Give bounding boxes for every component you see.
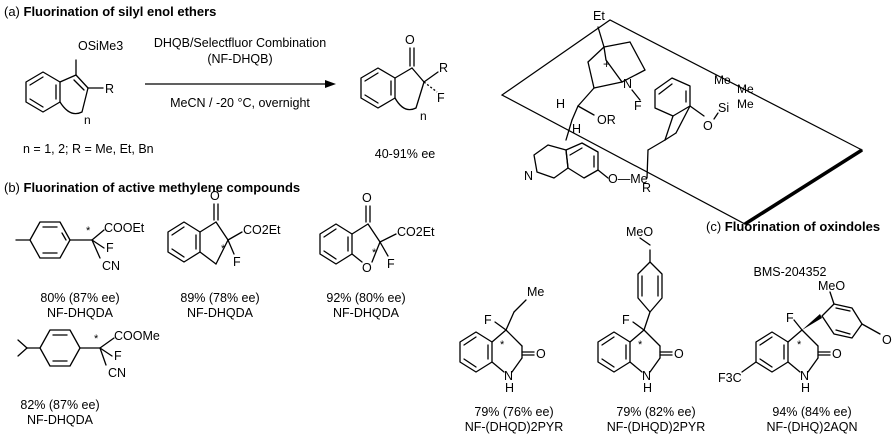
svg-text:O: O — [832, 347, 842, 361]
svg-text:Me: Me — [737, 82, 754, 96]
caption-b1: 80% (87% ee) NF-DHQDA — [40, 291, 120, 320]
svg-text:F: F — [437, 91, 445, 105]
svg-text:+: + — [603, 57, 610, 71]
compound-c1: F Me * O N H — [459, 285, 546, 395]
svg-text:F: F — [484, 313, 492, 327]
svg-text:*: * — [372, 247, 377, 259]
svg-text:N: N — [642, 369, 651, 383]
svg-text:O: O — [882, 333, 892, 347]
svg-text:N: N — [504, 369, 513, 383]
caption-c1: 79% (76% ee) NF-(DHQD)2PYR — [464, 405, 564, 434]
svg-text:Me: Me — [527, 285, 544, 299]
svg-text:O: O — [674, 347, 684, 361]
svg-text:BMS-204352: BMS-204352 — [754, 265, 827, 279]
svg-text:Me: Me — [737, 97, 754, 111]
svg-text:n: n — [420, 109, 427, 123]
svg-text:Me: Me — [714, 73, 731, 87]
svg-text:H: H — [505, 381, 514, 395]
svg-text:MeO: MeO — [626, 225, 653, 239]
svg-text:H: H — [643, 381, 652, 395]
svg-text:*: * — [221, 243, 226, 255]
section-b-header: (b) Fluorination of active methylene com… — [4, 180, 301, 195]
compound-b4: * COOMe F CN — [17, 329, 160, 380]
svg-text:O: O — [405, 33, 415, 47]
svg-text:N: N — [623, 77, 632, 91]
caption-c2: 79% (82% ee) NF-(DHQD)2PYR — [606, 405, 706, 434]
svg-text:R: R — [439, 61, 448, 75]
svg-text:F: F — [634, 99, 642, 113]
product-fluoroketone: O R F n 40-91% ee — [360, 33, 448, 161]
svg-text:N: N — [524, 169, 533, 183]
caption-b4: 82% (87% ee) NF-DHQDA — [20, 398, 100, 427]
svg-text:H: H — [801, 381, 810, 395]
compound-c2: F MeO * O N H — [597, 225, 684, 395]
svg-text:*: * — [94, 333, 99, 345]
svg-text:O: O — [362, 191, 372, 205]
svg-text:40-91% ee: 40-91% ee — [375, 147, 436, 161]
section-a-header: (a) Fluorination of silyl enol ethers — [4, 4, 217, 19]
section-c-header: (c) Fluorination of oxindoles — [706, 219, 881, 234]
reaction-arrow-a: DHQB/Selectfluor Combination (NF-DHQB) M… — [145, 36, 336, 110]
substrate-silyl-enol-ether: OSiMe3 R n n = 1, 2; R = Me, Et, Bn — [23, 39, 154, 156]
svg-text:OR: OR — [597, 113, 616, 127]
svg-text:OSiMe3: OSiMe3 — [78, 39, 123, 53]
svg-text:Si: Si — [718, 101, 729, 115]
svg-text:F: F — [786, 311, 794, 325]
compound-b2: O * CO2Et F — [167, 189, 281, 269]
compound-b3: O O * CO2Et F — [319, 191, 435, 275]
svg-text:O: O — [362, 261, 372, 275]
svg-text:CO2Et: CO2Et — [243, 223, 281, 237]
svg-text:O: O — [703, 119, 713, 133]
caption-c3: 94% (84% ee) NF-(DHQ)2AQN — [766, 405, 858, 434]
svg-text:F3C: F3C — [718, 371, 742, 385]
svg-text:H: H — [572, 122, 581, 136]
svg-text:*: * — [86, 225, 91, 237]
svg-text:F: F — [622, 313, 630, 327]
svg-text:MeCN / -20 °C, overnight: MeCN / -20 °C, overnight — [170, 96, 310, 110]
compound-b1: * COOEt F CN — [15, 221, 145, 273]
compound-c3: BMS-204352 MeO O F * O N H F3C — [718, 265, 892, 395]
svg-text:*: * — [500, 339, 505, 351]
svg-text:O—Me: O—Me — [608, 172, 648, 186]
svg-text:N: N — [800, 369, 809, 383]
svg-text:R: R — [105, 82, 114, 96]
svg-text:*: * — [797, 339, 802, 351]
plane-edge — [744, 148, 863, 226]
svg-text:MeO: MeO — [818, 279, 845, 293]
svg-text:F: F — [233, 255, 241, 269]
svg-text:F: F — [114, 349, 122, 363]
svg-text:COOEt: COOEt — [104, 221, 145, 235]
svg-text:n: n — [84, 113, 91, 127]
svg-text:n = 1, 2; R = Me, Et, Bn: n = 1, 2; R = Me, Et, Bn — [23, 142, 154, 156]
svg-text:COOMe: COOMe — [114, 329, 160, 343]
svg-text:H: H — [556, 97, 565, 111]
svg-text:CN: CN — [108, 366, 126, 380]
svg-text:F: F — [387, 257, 395, 271]
svg-text:CO2Et: CO2Et — [397, 225, 435, 239]
svg-text:(NF-DHQB): (NF-DHQB) — [207, 52, 272, 66]
svg-text:F: F — [106, 241, 114, 255]
svg-text:CN: CN — [102, 259, 120, 273]
caption-b2: 89% (78% ee) NF-DHQDA — [180, 291, 260, 320]
svg-text:*: * — [638, 339, 643, 351]
caption-b3: 92% (80% ee) NF-DHQDA — [326, 291, 406, 320]
svg-text:R: R — [642, 181, 651, 195]
transition-state-model: Et + N F H OR H N O—Me R O Si Me Me Me — [500, 9, 864, 226]
svg-text:O: O — [210, 189, 220, 203]
svg-text:Et: Et — [593, 9, 605, 23]
svg-text:O: O — [536, 347, 546, 361]
svg-text:DHQB/Selectfluor Combination: DHQB/Selectfluor Combination — [154, 36, 326, 50]
